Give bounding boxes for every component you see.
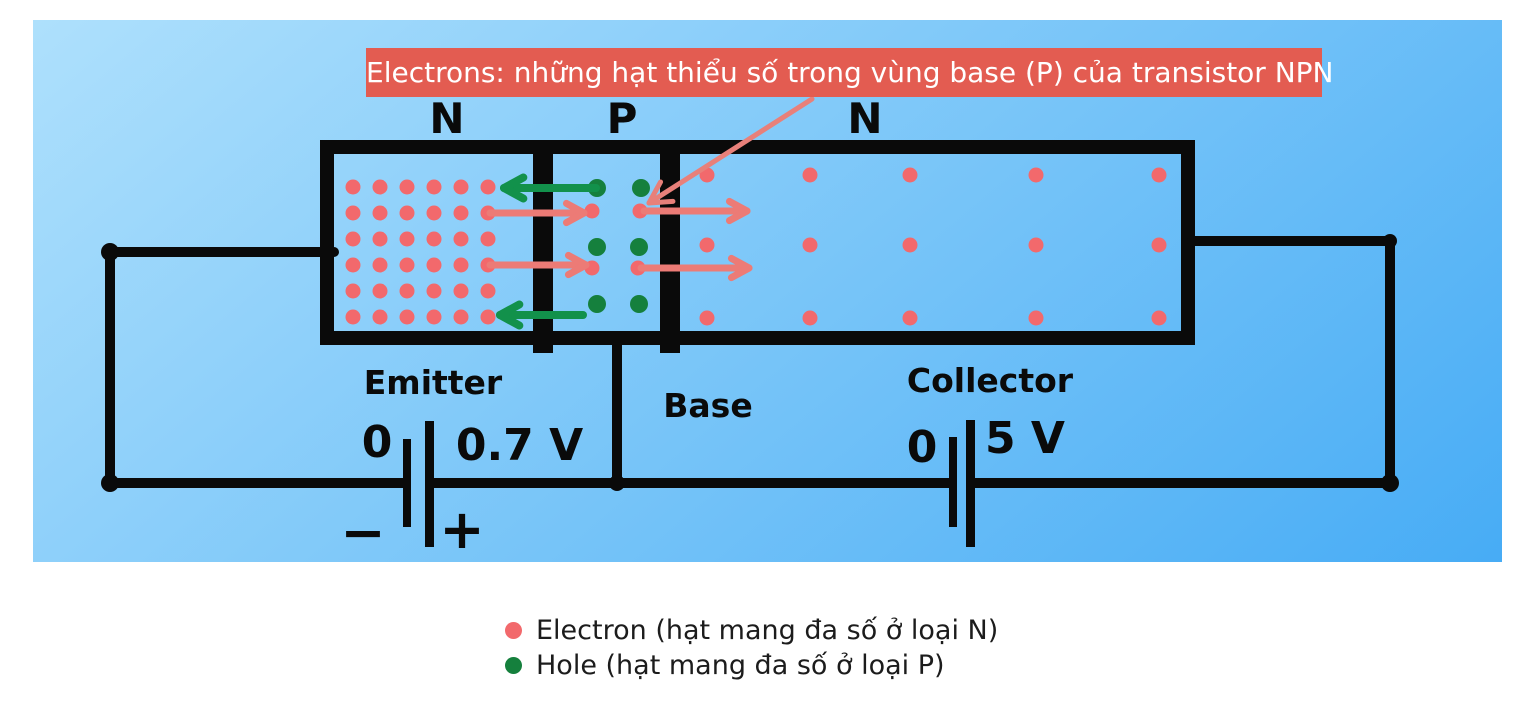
annotation-banner: Electrons: những hạt thiểu số trong vùng… — [366, 48, 1334, 97]
emitter-base-junction-bar — [533, 140, 553, 353]
legend: Electron (hạt mang đa số ở loại N) Hole … — [505, 613, 998, 683]
transistor-body — [320, 140, 1195, 345]
base-collector-junction-bar — [660, 140, 680, 353]
collector-type-label: N — [847, 94, 883, 143]
base-label: Base — [663, 386, 753, 425]
legend-row-electron: Electron (hạt mang đa số ở loại N) — [505, 613, 998, 648]
base-type-label: P — [606, 94, 638, 143]
left-battery-plus-sign: + — [439, 498, 485, 561]
left-battery-neg-label: 0 — [361, 417, 393, 468]
legend-row-hole: Hole (hạt mang đa số ở loại P) — [505, 648, 998, 683]
collector-label: Collector — [906, 361, 1074, 400]
legend-label-electron: Electron (hạt mang đa số ở loại N) — [536, 615, 999, 646]
right-battery-voltage-label: 5 V — [985, 413, 1065, 464]
legend-dot-electron — [505, 622, 522, 639]
legend-dot-hole — [505, 657, 522, 674]
emitter-label: Emitter — [363, 363, 503, 402]
annotation-banner-text: Electrons: những hạt thiểu số trong vùng… — [366, 56, 1334, 89]
left-battery-voltage-label: 0.7 V — [455, 420, 584, 471]
right-battery-neg-label: 0 — [906, 422, 938, 473]
left-battery-minus-sign: − — [340, 501, 386, 564]
legend-label-hole: Hole (hạt mang đa số ở loại P) — [536, 650, 945, 681]
emitter-type-label: N — [429, 94, 465, 143]
